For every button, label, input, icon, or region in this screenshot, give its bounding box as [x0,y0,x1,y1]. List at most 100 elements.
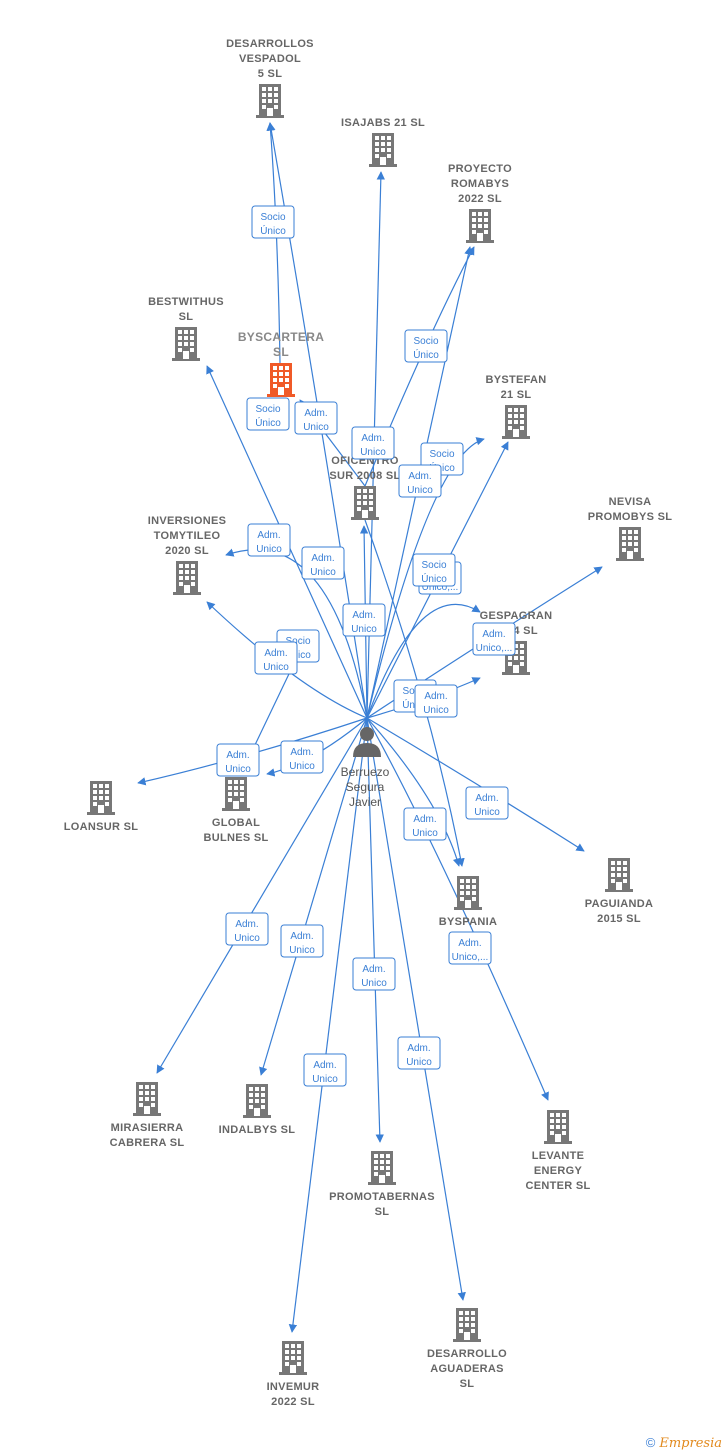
relation-badge[interactable]: Adm.Unico [301,546,345,580]
relation-badge[interactable]: Adm.Unico [216,743,260,777]
company-node-indalbys[interactable]: INDALBYS SL [219,1084,296,1136]
company-label-line: GLOBAL [212,817,260,829]
edge-13 [206,601,368,719]
building-icon [466,209,494,243]
badge-label-line: Socio [429,449,454,460]
badge-label-line: Único [413,348,439,361]
company-label-line: SL [273,345,289,359]
badge-label-line: Unico [407,485,433,496]
badge-label-line: Adm. [361,433,384,444]
company-label-line: CABRERA SL [110,1137,185,1149]
relation-badge[interactable]: Adm.Unico [294,401,338,435]
badges: SocioÚnicoSocioÚnicoSocioÚnicoAdm.UnicoA… [216,205,516,1087]
brand-logo[interactable]: Empresia [659,1436,722,1451]
relation-badge[interactable]: Adm.Unico [465,786,509,820]
badge-label-line: Unico [474,807,500,818]
badge-label-line: Adm. [362,964,385,975]
edge-1 [266,122,281,364]
badge-label-line: Unico [234,933,260,944]
badge-label-line: Unico,... [476,643,513,654]
relation-badge[interactable]: Adm.Unico [254,641,298,675]
relation-badge[interactable]: Adm.Unico,... [472,622,516,656]
badge-box [246,397,290,431]
relation-badge[interactable]: Adm.Unico [247,523,291,557]
relation-badge[interactable]: Adm. Unico [398,464,442,498]
badge-box [397,1036,441,1070]
relation-badge[interactable]: Adm.Unico [403,807,447,841]
relation-badge[interactable]: Adm.Unico [280,740,324,774]
relation-badge[interactable]: Adm.Unico [352,957,396,991]
badge-label-line: Socio [413,336,438,347]
edge-18 [366,717,461,867]
company-label-line: BYSTEFAN [485,374,546,386]
relation-badge[interactable]: Adm.Unico [280,924,324,958]
relation-badge[interactable]: Adm.Unico,... [448,931,492,965]
company-node-loansur[interactable]: LOANSUR SL [64,781,139,833]
badge-box [472,622,516,656]
company-label-line: BYSPANIA [439,916,497,928]
company-node-global-bulnes[interactable]: GLOBAL BULNES SL [203,777,268,844]
person-label-line: Berruezo [341,765,390,779]
relation-badge[interactable]: Adm.Unico [351,426,395,460]
badge-box [342,603,386,637]
relation-badge[interactable]: Adm.Unico [342,603,386,637]
badge-label-line: Adm. [458,938,481,949]
badge-label-line: Unico [412,828,438,839]
building-icon [256,84,284,118]
building-icon [267,363,295,397]
badge-label-line: Socio [421,560,446,571]
badge-label-line: Socio [260,212,285,223]
relation-badge[interactable]: Adm.Unico [414,684,458,718]
company-label-line: PAGUIANDA [585,898,654,910]
badge-label-line: Único [260,224,286,237]
company-label-line: BULNES SL [203,832,268,844]
footer: ©Empresia [646,1435,722,1451]
company-label-line: GESPAGRAN [480,610,553,622]
relation-badge[interactable]: Adm.Unico [397,1036,441,1070]
company-label-line: 2020 SL [165,545,209,557]
badge-label-line: Adm. [408,471,431,482]
company-label-line: 2022 SL [458,193,502,205]
badge-label-line: Unico [423,705,449,716]
badge-label-line: Unico [406,1057,432,1068]
company-label-line: PROMOTABERNAS [329,1191,435,1203]
company-node-isajabs[interactable]: ISAJABS 21 SL [341,117,425,167]
badge-label-line: Único [421,572,447,585]
edge-24 [288,717,368,1333]
relation-badge[interactable]: Adm.Unico [303,1053,347,1087]
company-label-line: BESTWITHUS [148,296,224,308]
edge-7 [366,437,485,719]
badge-label-line: Unico [351,624,377,635]
company-node-byspania[interactable]: BYSPANIA [439,876,497,928]
edge-22 [366,717,384,1143]
badge-box [216,743,260,777]
person-icon [360,727,374,741]
company-label-line: SL [460,1378,475,1390]
relation-badge[interactable]: Adm.Unico [225,912,269,946]
company-label-line: INVEMUR [267,1381,320,1393]
company-label-line: VESPADOL [239,53,301,65]
badge-box [280,740,324,774]
badge-label-line: Unico [263,662,289,673]
company-label-line: 5 SL [258,68,282,80]
